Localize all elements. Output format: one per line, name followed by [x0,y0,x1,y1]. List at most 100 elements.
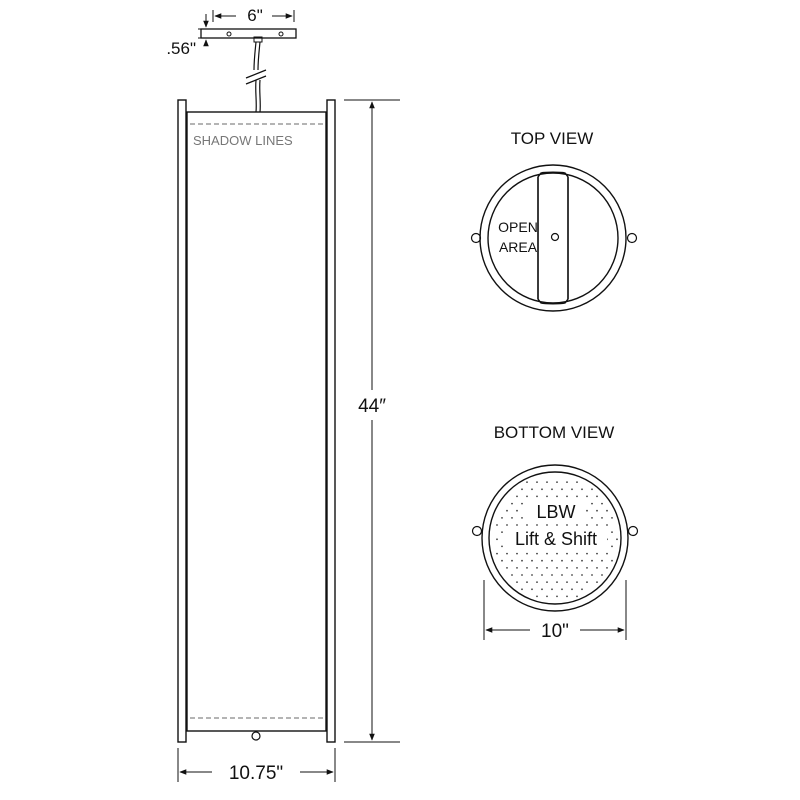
lens-dot [531,574,533,576]
lens-dot [561,588,563,591]
lens-dot [546,567,548,569]
lens-dot [501,545,503,548]
lens-dot [536,495,538,498]
lens-dot [576,481,578,483]
lens-label-backdrop [503,526,607,550]
lens-dot [581,488,583,491]
lens-dot [586,552,588,555]
open-area-line2: AREA [499,239,538,255]
lens-dot [561,574,563,576]
lens-dot [596,567,598,569]
lens-dot [586,524,588,526]
lens-dot [521,559,523,562]
lens-dot [576,567,578,569]
lens-dot [526,524,528,526]
lens-dot [596,495,598,498]
lens-dot [591,559,593,562]
lens-dot [521,502,523,505]
lens-dot [506,509,508,512]
lens-dot [541,588,543,591]
lens-dot [556,581,558,583]
bottom-left-tab [471,525,483,537]
canopy [200,28,297,43]
lens-dot [561,559,563,562]
lens-dot [506,567,508,569]
lens-dot [521,574,523,576]
lens-dot [541,559,543,562]
bottom-outer-ring [481,464,629,612]
lens-dot [591,488,593,491]
left-frame-rail [177,99,187,743]
diameter-dimension: 10" [483,580,627,642]
lens-dot [526,481,528,483]
top-view: TOP VIEW OPEN AREA [470,129,638,312]
lens-dot [606,509,608,512]
lens-dot [511,502,513,505]
lens-label-line2: Lift & Shift [515,529,597,549]
open-area-line1: OPEN [498,219,538,235]
lens-dot [541,488,543,491]
lens-dot [546,581,548,583]
lens-dot [576,495,578,498]
lens-dot [551,588,553,591]
lens-dot [521,488,523,491]
lens-dot [576,524,578,526]
lens-dot [596,581,598,583]
canopy-height-dimension: .56" [166,14,212,58]
bottom-right-tab [627,525,639,537]
lens-dot [546,495,548,498]
lens-dot [606,552,608,555]
lens-dot [566,595,568,598]
right-frame-rail [326,99,336,743]
lens-dot [561,488,563,491]
lens-dot [556,481,558,483]
diameter-label: 10" [541,621,569,642]
lens-dot [526,581,528,583]
lens-dot [496,552,498,555]
lens-dot [506,552,508,555]
lens-label-backdrop [526,500,584,524]
top-view-title: TOP VIEW [511,129,594,148]
lens-dot [551,559,553,562]
height-dimension: 44″ [344,99,400,743]
lens-dot [501,531,503,533]
bottom-screw [251,731,261,741]
lens-dot [601,559,603,562]
lens-dot [611,545,613,548]
lens-dot [536,524,538,526]
lens-dot [516,524,518,526]
lens-dot [556,595,558,598]
lens-dot [591,502,593,505]
lens-dot [531,488,533,491]
canopy-width-dimension: 6" [212,6,295,25]
lens-dot [521,517,523,519]
lens-dot [526,567,528,569]
canopy-plate [200,28,297,39]
lens-dot [601,502,603,505]
lens-dot [531,588,533,591]
lens-dot [551,574,553,576]
lens-dot [496,524,498,526]
lens-dot [611,531,613,533]
lens-dot [556,552,558,555]
lens-dot [516,581,518,583]
lens-dot [511,574,513,576]
lens-dot [501,559,503,562]
lens-dot [586,509,588,512]
lens-dot [541,574,543,576]
canopy-screw [226,31,232,37]
lens-label-line1: LBW [536,502,575,522]
suspension-cord [245,41,267,113]
lens-dot [526,552,528,555]
lens-dot [516,509,518,512]
lens-dot [536,595,538,598]
lens-dot [606,567,608,569]
top-crossbar [537,171,569,305]
lens-dot [611,559,613,562]
lens-dot [551,488,553,491]
lens-dot [576,581,578,583]
lens-dot [536,552,538,555]
lens-dot [556,524,558,526]
bottom-view-title: BOTTOM VIEW [494,423,615,442]
lens-dot [591,517,593,519]
